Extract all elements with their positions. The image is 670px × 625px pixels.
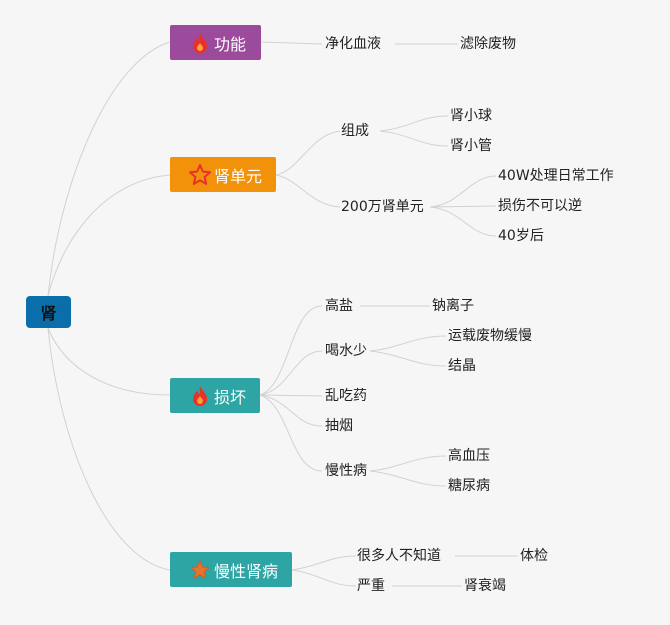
root-label: 肾 — [40, 304, 57, 323]
branch-label: 肾单元 — [214, 166, 263, 186]
topic-unknown[interactable]: 很多人不知道 — [357, 548, 441, 564]
topic-tubule[interactable]: 肾小管 — [450, 138, 492, 154]
topic-nephron-count[interactable]: 200万肾单元 — [341, 199, 424, 215]
topic-filter-waste[interactable]: 滤除废物 — [460, 36, 516, 52]
branch-label: 功能 — [214, 34, 247, 54]
topic-random-medicine[interactable]: 乱吃药 — [325, 388, 367, 404]
branch-label: 损坏 — [214, 387, 247, 407]
branch-damage[interactable]: 损坏 — [170, 378, 260, 413]
topic-chronic-disease[interactable]: 慢性病 — [325, 463, 367, 479]
topic-renal-failure[interactable]: 肾衰竭 — [464, 578, 506, 594]
topic-serious[interactable]: 严重 — [357, 578, 385, 594]
fire-icon — [188, 384, 212, 408]
topic-composition[interactable]: 组成 — [341, 123, 369, 139]
branch-function[interactable]: 功能 — [170, 25, 261, 60]
topic-sodium-ion[interactable]: 钠离子 — [432, 298, 474, 314]
star-icon — [188, 558, 212, 582]
topic-glomerulus[interactable]: 肾小球 — [450, 108, 492, 124]
branch-ckd[interactable]: 慢性肾病 — [170, 552, 292, 587]
topic-smoking[interactable]: 抽烟 — [325, 418, 353, 434]
branch-label: 慢性肾病 — [214, 561, 279, 581]
topic-high-salt[interactable]: 高盐 — [325, 298, 353, 314]
topic-irreversible[interactable]: 损伤不可以逆 — [498, 198, 582, 214]
topic-purify-blood[interactable]: 净化血液 — [325, 36, 381, 52]
fire-icon — [188, 31, 212, 55]
branch-nephron[interactable]: 肾单元 — [170, 157, 276, 192]
topic-hypertension[interactable]: 高血压 — [448, 448, 490, 464]
root-node[interactable]: 肾 — [26, 296, 71, 328]
star-outline-icon — [188, 163, 212, 187]
topic-checkup[interactable]: 体检 — [520, 548, 548, 564]
topic-diabetes[interactable]: 糖尿病 — [448, 478, 490, 494]
topic-little-water[interactable]: 喝水少 — [325, 343, 367, 359]
topic-after-forty[interactable]: 40岁后 — [498, 228, 544, 244]
topic-forty-w[interactable]: 40W处理日常工作 — [498, 168, 614, 184]
topic-crystal[interactable]: 结晶 — [448, 358, 476, 374]
topic-slow-transport[interactable]: 运载废物缓慢 — [448, 328, 532, 344]
